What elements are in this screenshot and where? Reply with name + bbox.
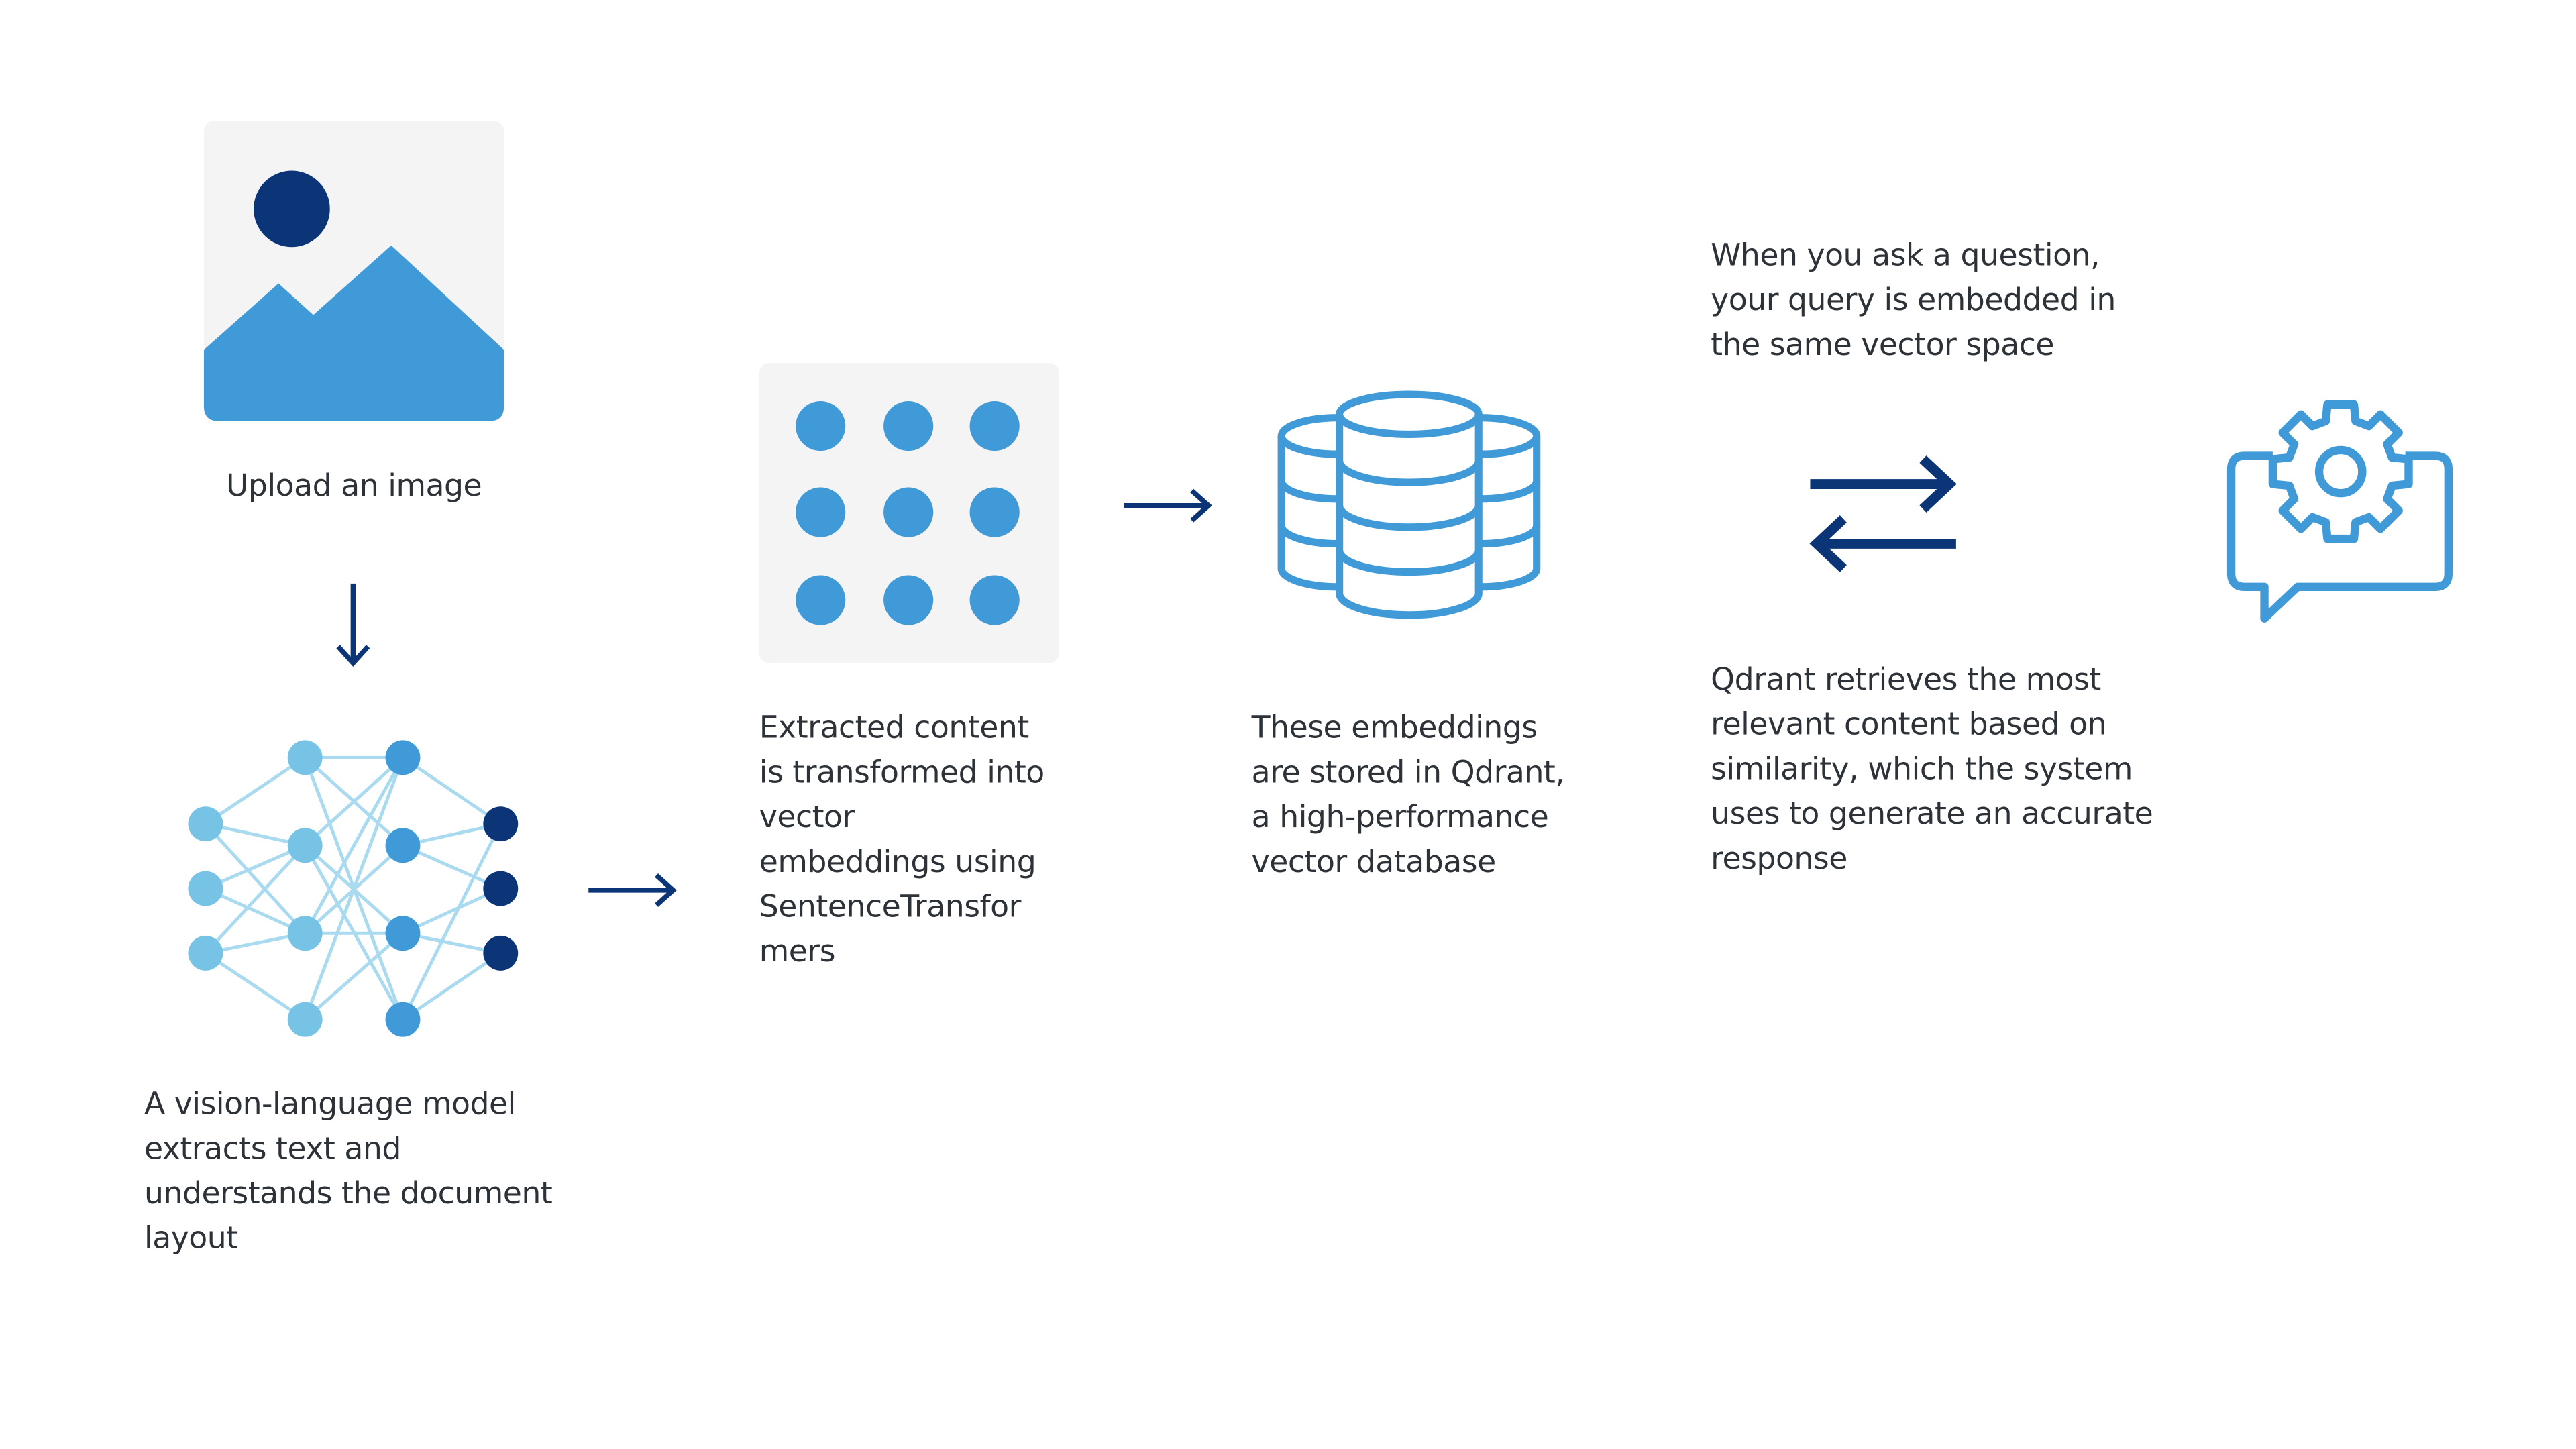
arrow-right-icon <box>588 873 677 907</box>
vector-grid-icon <box>759 363 1060 663</box>
vlm-caption: A vision-language model extracts text an… <box>144 1087 553 1257</box>
retrieve-caption: Qdrant retrieves the most relevant conte… <box>1711 663 2153 877</box>
arrow-down-icon <box>336 583 370 667</box>
embed-caption: Extracted content is transformed into ve… <box>759 711 1045 970</box>
exchange-arrows-icon <box>1809 455 1957 572</box>
chat-gear-icon <box>2226 400 2453 623</box>
upload-caption: Upload an image <box>225 469 482 504</box>
store-caption: These embeddings are stored in Qdrant, a… <box>1251 711 1565 881</box>
query-caption: When you ask a question, your query is e… <box>1711 238 2116 364</box>
database-icon <box>1277 390 1541 619</box>
image-icon <box>203 121 504 421</box>
arrow-right-icon <box>1124 488 1212 523</box>
neural-network-icon <box>188 740 519 1037</box>
